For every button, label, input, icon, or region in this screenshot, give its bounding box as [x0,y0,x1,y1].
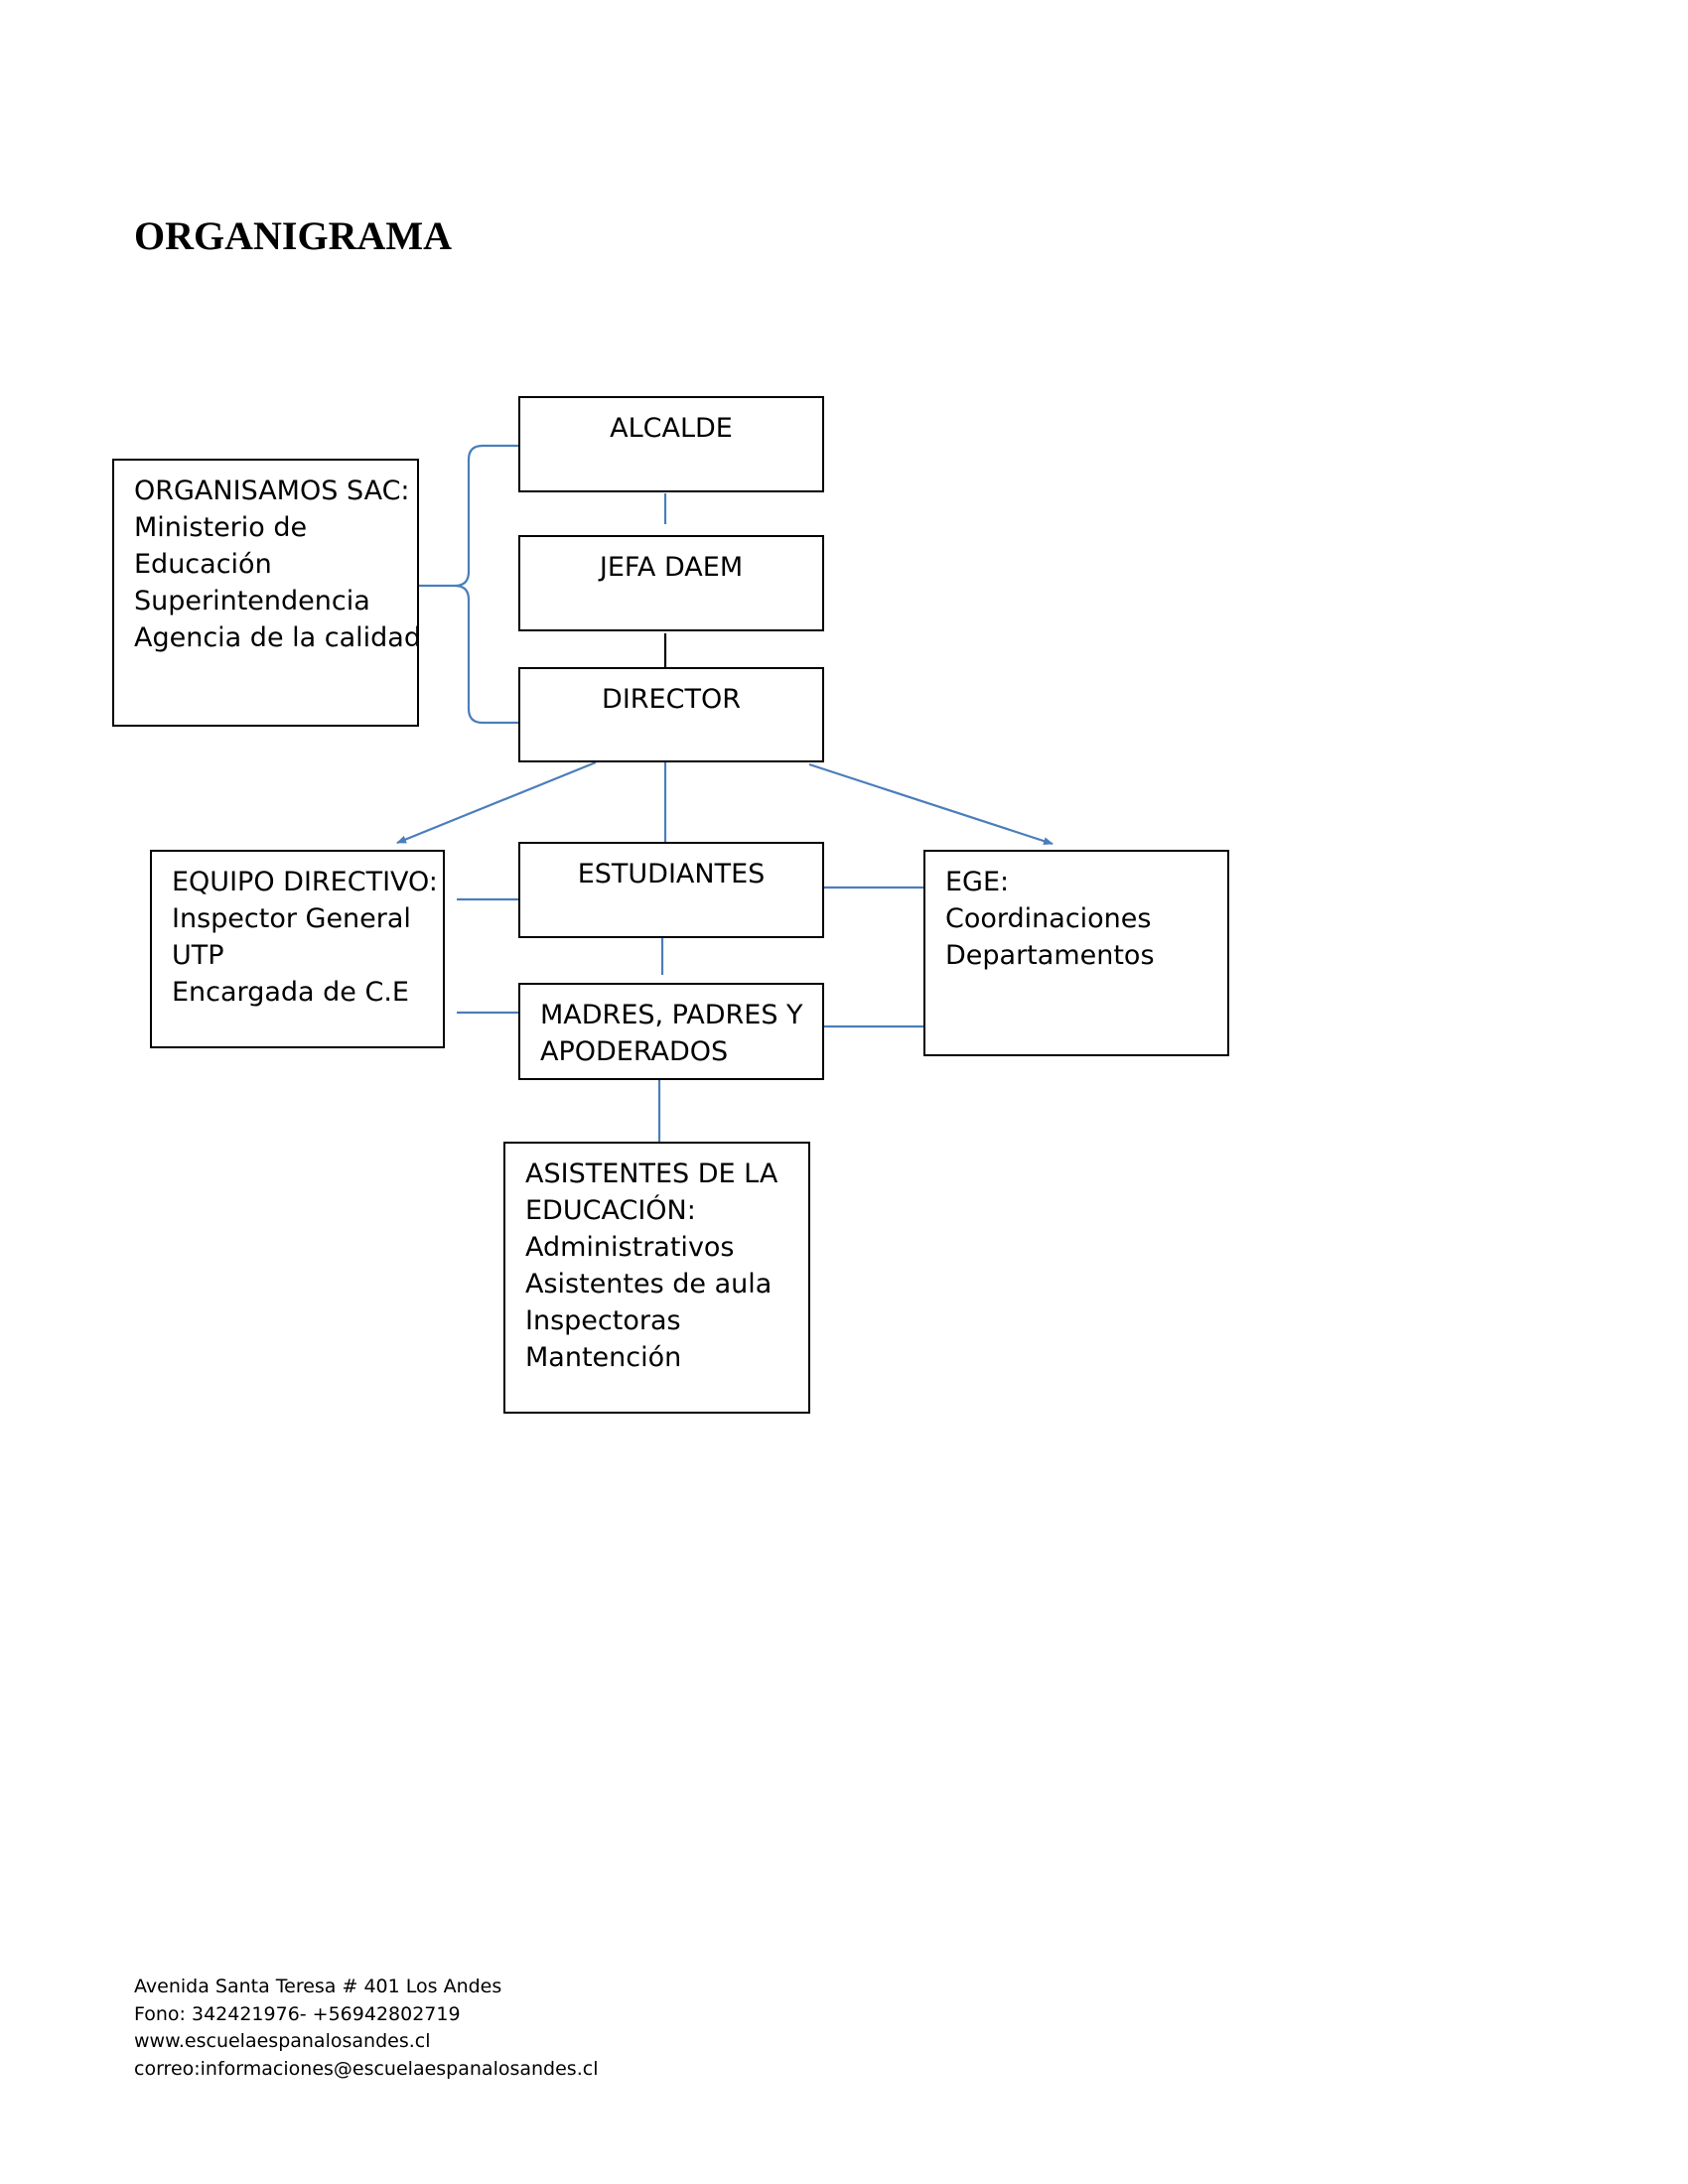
box-alcalde: ALCALDE [518,396,824,492]
box-asistentes-educacion-line-4: Asistentes de aula [525,1269,773,1299]
connector-organismos-bracket [419,444,518,725]
box-madres-padres-apoderados-line-1: MADRES, PADRES Y [540,1000,803,1030]
box-organismos-sac-line-2: Ministerio de [134,512,308,543]
box-organismos-sac-line-5: Agencia de la calidad [134,622,421,653]
box-director: DIRECTOR [518,667,824,762]
box-jefa-daem: JEFA DAEM [518,535,824,631]
page-title: ORGANIGRAMA [134,213,452,258]
footer-contact-line-4: correo:informaciones@escuelaespanalosand… [134,2057,599,2080]
box-director-line-1: DIRECTOR [602,684,741,715]
footer-contact-line-1: Avenida Santa Teresa # 401 Los Andes [134,1976,502,1997]
box-asistentes-educacion: ASISTENTES DE LA EDUCACIÓN: Administrativo… [503,1142,810,1414]
box-equipo-directivo-line-1: EQUIPO DIRECTIVO: [172,867,438,897]
box-asistentes-educacion-line-6: Mantención [525,1342,682,1373]
box-ege-line-1: EGE: [945,867,1010,897]
arrow-director-equipo [396,760,597,845]
box-jefa-daem-line-1: JEFA DAEM [599,552,744,583]
arrow-director-ege [808,762,1054,846]
box-ege-line-2: Coordinaciones [945,903,1152,934]
box-asistentes-educacion-line-3: Administrativos [525,1232,735,1263]
box-asistentes-educacion-line-1: ASISTENTES DE LA [525,1159,778,1189]
box-equipo-directivo-line-3: UTP [172,940,224,971]
box-equipo-directivo-line-4: Encargada de C.E [172,977,409,1008]
footer-contact-line-3: www.escuelaespanalosandes.cl [134,2030,431,2052]
box-ege-line-3: Departamentos [945,940,1155,971]
footer-contact-line-2: Fono: 342421976- +56942802719 [134,2002,461,2025]
box-estudiantes: ESTUDIANTES [518,842,824,938]
box-organismos-sac-line-4: Superintendencia [134,586,370,616]
box-organismos-sac-line-3: Educación [134,549,272,580]
box-alcalde-line-1: ALCALDE [610,413,733,444]
box-asistentes-educacion-line-2: EDUCACIÓN: [525,1195,696,1226]
box-asistentes-educacion-line-5: Inspectoras [525,1305,681,1336]
box-estudiantes-line-1: ESTUDIANTES [577,859,766,889]
box-madres-padres-apoderados: MADRES, PADRES Y APODERADOS [518,983,824,1080]
box-equipo-directivo-line-2: Inspector General [172,903,411,934]
box-organismos-sac-line-1: ORGANISAMOS SAC: [134,476,410,506]
box-madres-padres-apoderados-line-2: APODERADOS [540,1036,729,1067]
